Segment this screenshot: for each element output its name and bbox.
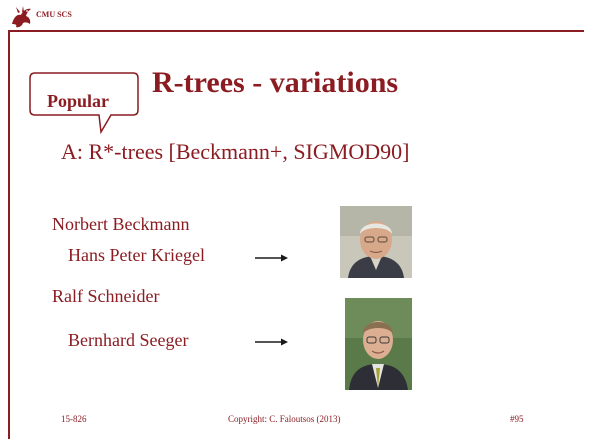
slide-subtitle: A: R*-trees [Beckmann+, SIGMOD90] [61,139,410,164]
footer-page-number: #95 [510,414,524,424]
footer-course: 15-826 [61,414,87,424]
author-name: Norbert Beckmann [52,214,190,234]
griffin-logo-icon [12,6,31,28]
callout-bubble [29,72,139,135]
author-name: Bernhard Seeger [68,330,189,350]
author-name: Hans Peter Kriegel [68,245,205,265]
header-label: CMU SCS [36,10,72,19]
right-arrow-icon [255,254,288,262]
right-arrow-icon [255,338,288,346]
frame-top-rule [8,30,584,32]
portrait-photo [345,298,412,390]
slide-title: R-trees - variations [152,66,399,99]
callout-label: Popular [47,91,110,111]
author-name: Ralf Schneider [52,286,160,306]
frame-left-rule [8,30,10,439]
portrait-photo [340,206,412,278]
footer-copyright: Copyright: C. Faloutsos (2013) [228,414,341,424]
